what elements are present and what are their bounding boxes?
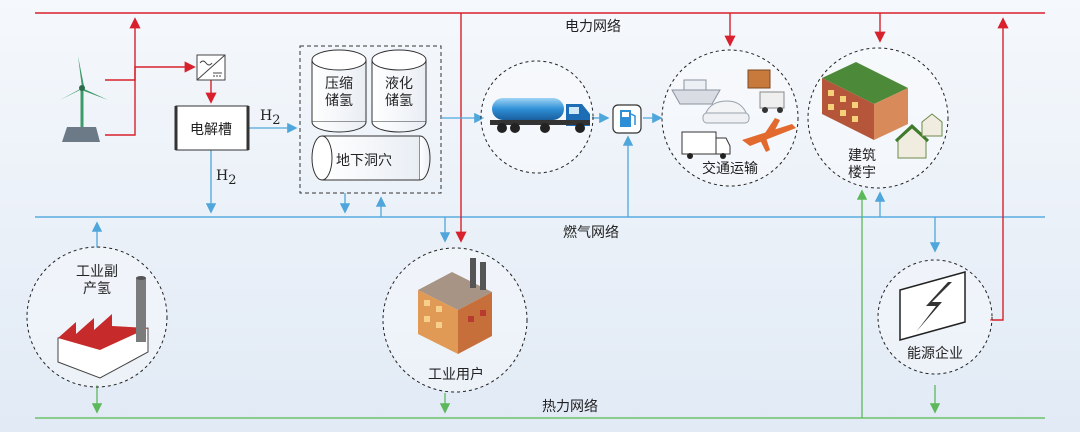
forklift-icon [747,69,785,113]
energy-enterprise-label: 能源企业 [907,346,963,362]
car-icon [702,100,750,124]
h2-right-label: H2 [260,108,281,128]
compressed-storage-label: 压缩储氢 [325,76,353,109]
enterprise-to-power-arrow [990,17,1009,321]
lightning-panel-icon [899,271,966,341]
liquid-storage-tank [371,49,427,133]
wind-to-power-arrow [105,17,141,136]
storage-group-box [299,45,442,194]
wind-turbine-icon [60,56,108,142]
underground-cavern-tank [311,135,431,181]
electrolyzer-box [174,105,250,151]
airplane-icon [742,118,796,152]
gas-network-label: 燃气网络 [563,225,619,241]
liquid-storage-label: 液化储氢 [385,76,413,109]
building-label: 建筑楼宇 [848,148,876,181]
wind-to-converter-arrow [105,61,196,81]
heat-network-label: 热力网络 [542,399,598,415]
building-icon [822,62,943,159]
ship-icon [671,79,721,105]
transport-label: 交通运输 [702,161,758,177]
underground-cavern-label: 地下洞穴 [336,153,392,169]
industrial-user-label: 工业用户 [428,367,484,383]
byproduct-hydrogen-label: 工业副产氢 [76,264,118,297]
compressed-storage-tank [311,49,367,133]
truck-icon [681,131,731,159]
factory-icon [57,276,149,379]
h2-down-label: H2 [216,168,237,188]
tanker-truck-icon [490,98,590,133]
industrial-plant-icon [418,258,492,354]
power-network-label: 电力网络 [565,19,621,35]
converter-icon [196,54,226,81]
fuel-station-icon [612,104,642,134]
electrolyzer-label: 电解槽 [190,122,232,138]
